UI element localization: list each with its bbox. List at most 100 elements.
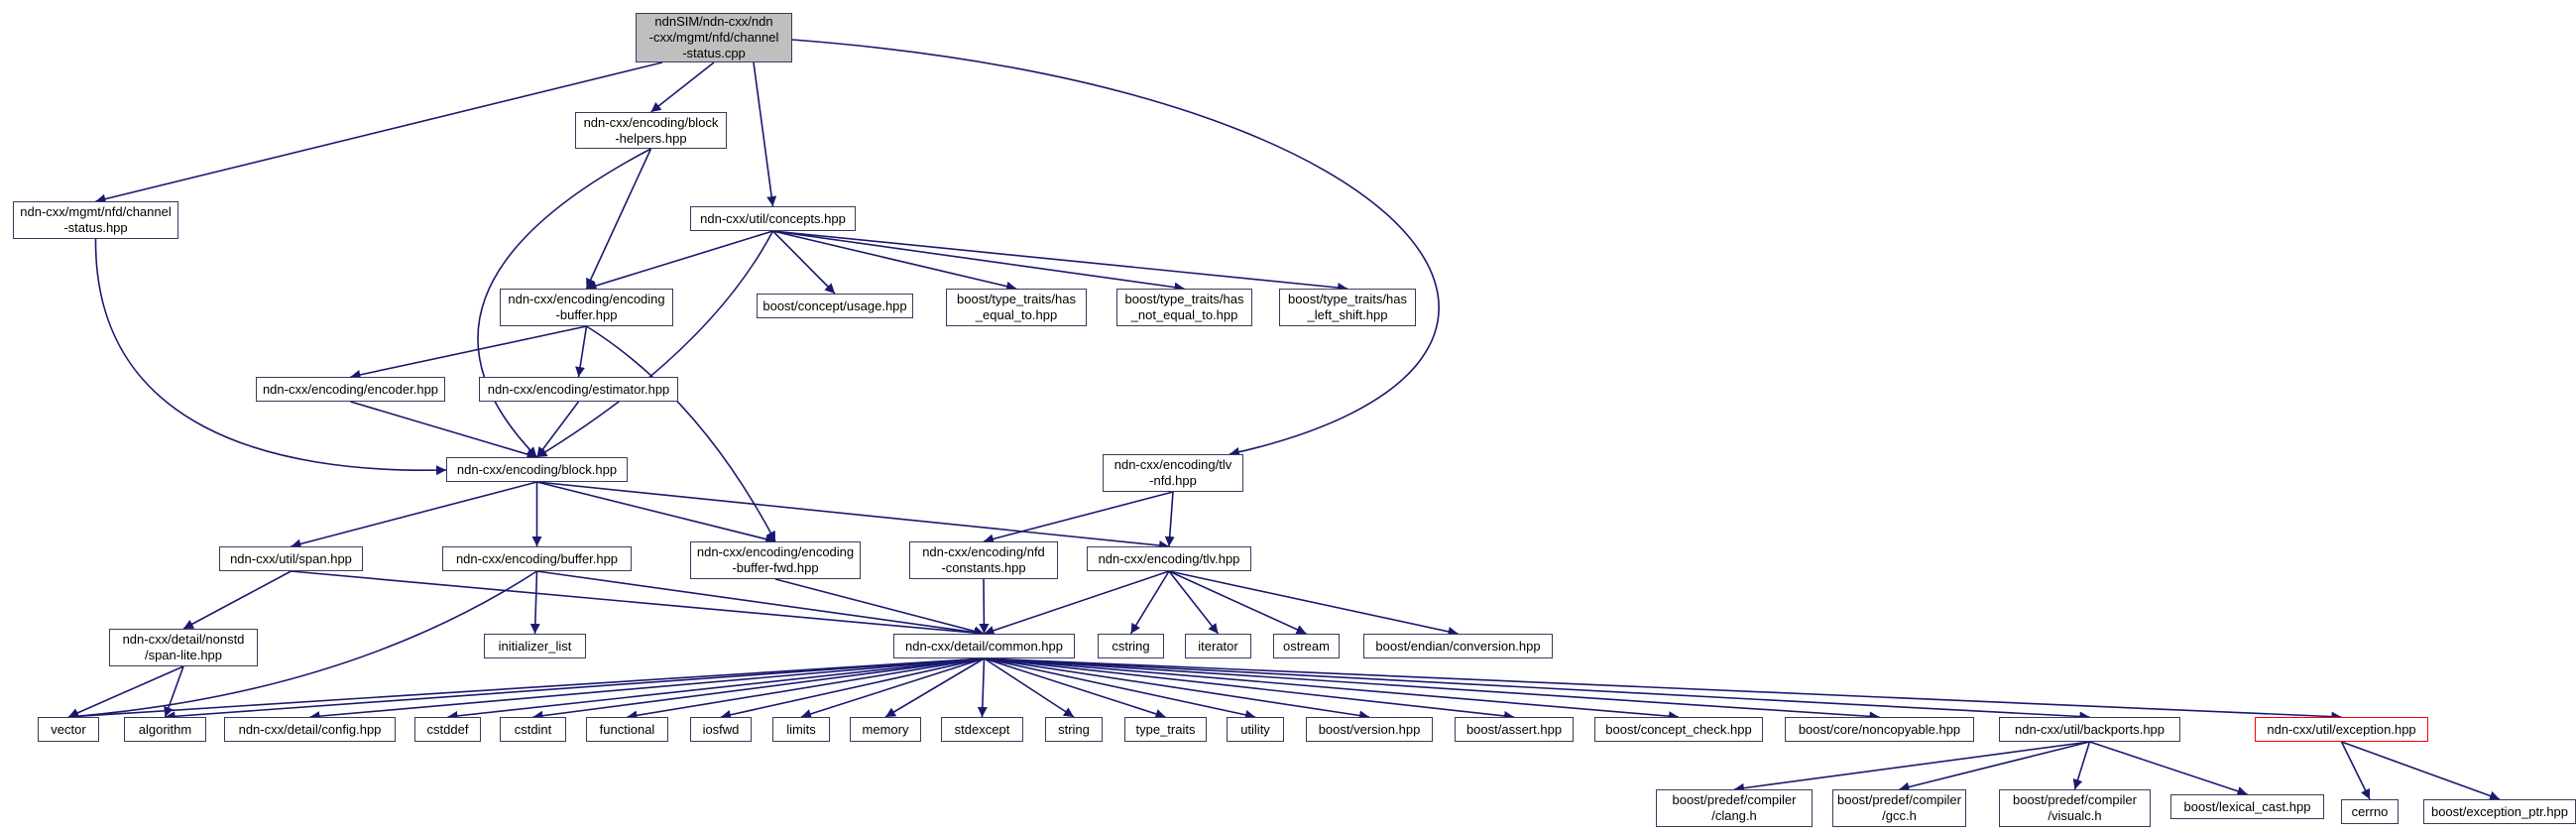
edge-cpp-tlv_nfd [791, 39, 1440, 457]
graph-node-cstring[interactable]: cstring [1098, 634, 1164, 658]
graph-node-estimator[interactable]: ndn-cxx/encoding/estimator.hpp [479, 377, 678, 402]
edge-tlv_nfd-tlv [1164, 491, 1175, 547]
edge-concepts-encoding_buffer [586, 230, 773, 291]
graph-node-encoding_buffer[interactable]: ndn-cxx/encoding/encoding -buffer.hpp [500, 289, 673, 326]
graph-node-cerrno[interactable]: cerrno [2341, 799, 2399, 824]
edge-common-limits [800, 657, 985, 719]
edge-buffer-initializer_list [529, 570, 540, 635]
graph-node-ostream[interactable]: ostream [1273, 634, 1340, 658]
graph-node-backports[interactable]: ndn-cxx/util/backports.hpp [1999, 717, 2180, 742]
graph-node-has_equal_to[interactable]: boost/type_traits/has _equal_to.hpp [946, 289, 1087, 326]
edge-block-encoding_buffer_fwd [536, 481, 776, 544]
edge-common-exception [984, 657, 2342, 722]
edge-exception-exception_ptr [2341, 741, 2501, 801]
graph-node-encoder[interactable]: ndn-cxx/encoding/encoder.hpp [256, 377, 445, 402]
edge-span-span_lite [182, 570, 292, 630]
edge-cpp-block_helpers [650, 61, 715, 113]
edge-common-algorithm [165, 657, 985, 722]
edge-common-vector [67, 657, 985, 722]
graph-node-memory[interactable]: memory [850, 717, 921, 742]
edge-common-cstdint [532, 657, 985, 721]
edge-tlv-cstring [1129, 570, 1170, 635]
graph-node-concepts[interactable]: ndn-cxx/util/concepts.hpp [690, 206, 856, 231]
edge-buffer-common [536, 570, 985, 638]
graph-node-boost_assert[interactable]: boost/assert.hpp [1455, 717, 1574, 742]
edge-concepts-block [536, 230, 774, 458]
graph-node-channel_status_hpp[interactable]: ndn-cxx/mgmt/nfd/channel -status.hpp [13, 201, 178, 239]
edge-tlv-ostream [1168, 570, 1307, 635]
graph-node-utility[interactable]: utility [1227, 717, 1284, 742]
edge-backports-predef_gcc [1899, 741, 2090, 792]
graph-node-config[interactable]: ndn-cxx/detail/config.hpp [224, 717, 396, 742]
graph-node-type_traits[interactable]: type_traits [1124, 717, 1207, 742]
edge-concepts-usage [771, 230, 836, 295]
graph-node-exception[interactable]: ndn-cxx/util/exception.hpp [2255, 717, 2428, 742]
edge-common-utility [984, 657, 1256, 720]
edge-tlv-iterator [1168, 570, 1220, 635]
graph-node-lexical_cast[interactable]: boost/lexical_cast.hpp [2170, 794, 2324, 819]
edge-common-memory [884, 657, 985, 718]
graph-node-boost_noncopyable[interactable]: boost/core/noncopyable.hpp [1785, 717, 1974, 742]
edge-common-boost_concept_check [984, 657, 1680, 722]
graph-node-span[interactable]: ndn-cxx/util/span.hpp [219, 546, 363, 571]
edge-estimator-block [535, 401, 580, 458]
edge-tlv_nfd-nfd_constants [983, 491, 1174, 544]
graph-node-endian_conversion[interactable]: boost/endian/conversion.hpp [1363, 634, 1553, 658]
graph-node-buffer[interactable]: ndn-cxx/encoding/buffer.hpp [442, 546, 632, 571]
graph-node-algorithm[interactable]: algorithm [124, 717, 206, 742]
edge-concepts-has_equal_to [772, 230, 1017, 292]
graph-node-boost_concept_check[interactable]: boost/concept_check.hpp [1594, 717, 1763, 742]
edge-concepts-has_left_shift [772, 230, 1348, 293]
graph-node-block[interactable]: ndn-cxx/encoding/block.hpp [446, 457, 628, 482]
graph-node-nfd_constants[interactable]: ndn-cxx/encoding/nfd -constants.hpp [909, 541, 1058, 579]
graph-node-functional[interactable]: functional [586, 717, 668, 742]
graph-node-predef_gcc[interactable]: boost/predef/compiler /gcc.h [1832, 789, 1966, 827]
graph-node-limits[interactable]: limits [772, 717, 830, 742]
edge-channel_status_hpp-block [94, 238, 447, 476]
graph-node-block_helpers[interactable]: ndn-cxx/encoding/block -helpers.hpp [575, 112, 727, 149]
edge-common-stdexcept [977, 657, 988, 718]
edge-block_helpers-encoding_buffer [585, 148, 652, 290]
graph-node-boost_version[interactable]: boost/version.hpp [1306, 717, 1433, 742]
edge-common-cstddef [447, 657, 985, 721]
graph-node-cstddef[interactable]: cstddef [414, 717, 481, 742]
edge-backports-lexical_cast [2089, 741, 2248, 796]
edge-backports-predef_visualc [2072, 741, 2091, 790]
edge-nfd_constants-common [979, 578, 990, 635]
edge-block_helpers-block [477, 148, 651, 458]
edge-exception-cerrno [2340, 741, 2371, 800]
graph-node-initializer_list[interactable]: initializer_list [484, 634, 586, 658]
graph-node-string[interactable]: string [1045, 717, 1103, 742]
graph-node-has_not_equal_to[interactable]: boost/type_traits/has _not_equal_to.hpp [1116, 289, 1252, 326]
graph-node-predef_clang[interactable]: boost/predef/compiler /clang.h [1656, 789, 1813, 827]
edge-encoding_buffer-estimator [575, 325, 588, 378]
graph-node-vector[interactable]: vector [38, 717, 99, 742]
edge-common-boost_noncopyable [984, 657, 1880, 722]
edge-common-type_traits [984, 657, 1166, 719]
graph-node-usage[interactable]: boost/concept/usage.hpp [757, 294, 913, 318]
graph-node-cstdint[interactable]: cstdint [500, 717, 566, 742]
edge-span_lite-vector [67, 665, 184, 718]
graph-node-tlv_nfd[interactable]: ndn-cxx/encoding/tlv -nfd.hpp [1103, 454, 1243, 492]
graph-node-exception_ptr[interactable]: boost/exception_ptr.hpp [2423, 799, 2576, 824]
graph-node-cpp[interactable]: ndnSIM/ndn-cxx/ndn -cxx/mgmt/nfd/channel… [636, 13, 792, 62]
graph-node-iterator[interactable]: iterator [1185, 634, 1251, 658]
graph-node-has_left_shift[interactable]: boost/type_traits/has _left_shift.hpp [1279, 289, 1416, 326]
edge-encoding_buffer-encoding_buffer_fwd [586, 325, 776, 542]
edge-span-common [291, 570, 985, 639]
graph-node-common[interactable]: ndn-cxx/detail/common.hpp [893, 634, 1075, 658]
edge-buffer-vector [67, 570, 537, 722]
graph-node-iosfwd[interactable]: iosfwd [690, 717, 752, 742]
edge-concepts-has_not_equal_to [772, 230, 1185, 293]
graph-node-predef_visualc[interactable]: boost/predef/compiler /visualc.h [1999, 789, 2151, 827]
graph-node-stdexcept[interactable]: stdexcept [941, 717, 1023, 742]
edge-common-boost_version [984, 657, 1370, 721]
graph-node-span_lite[interactable]: ndn-cxx/detail/nonstd /span-lite.hpp [109, 629, 258, 666]
edge-common-functional [627, 657, 985, 721]
graph-node-encoding_buffer_fwd[interactable]: ndn-cxx/encoding/encoding -buffer-fwd.hp… [690, 541, 861, 579]
edge-common-iosfwd [720, 657, 985, 720]
graph-node-tlv[interactable]: ndn-cxx/encoding/tlv.hpp [1087, 546, 1251, 571]
edge-common-string [984, 657, 1075, 718]
edge-cpp-channel_status_hpp [95, 61, 663, 204]
